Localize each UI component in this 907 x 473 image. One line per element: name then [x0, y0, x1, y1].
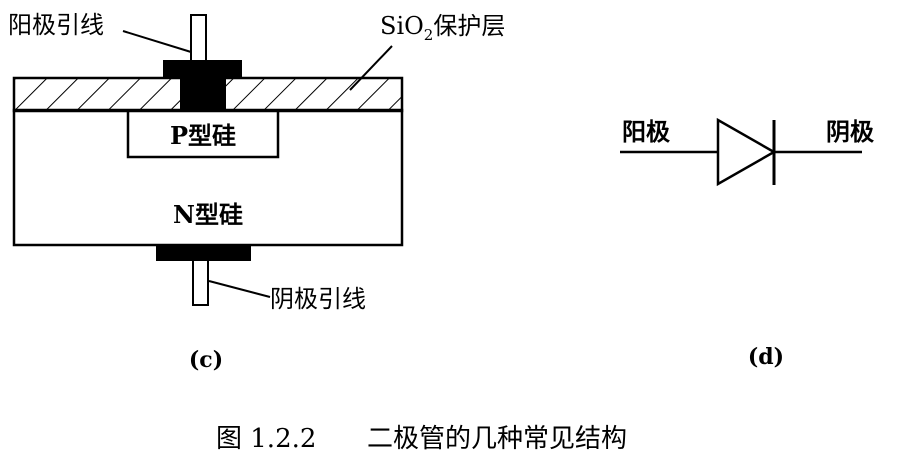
p-region-label: P型硅	[170, 121, 236, 150]
oxide-leader	[349, 45, 393, 91]
diode-symbol-diagram: 阳极 阴极 (d)	[620, 117, 874, 370]
cathode-lead-label: 阴极引线	[270, 285, 366, 313]
caption-number: 图 1.2.2	[216, 424, 316, 454]
anode-lead	[190, 14, 207, 62]
diode-triangle	[716, 117, 777, 187]
anode-lead-label: 阳极引线	[8, 11, 104, 39]
oxide-layer-label: SiO2保护层	[380, 12, 505, 44]
cathode-lead	[192, 259, 209, 306]
cathode-contact	[156, 244, 251, 261]
cathode-lead-leader	[208, 280, 271, 298]
anode-contact-plug	[180, 78, 226, 112]
cathode-label: 阴极	[826, 117, 874, 146]
symbol-sublabel: (d)	[748, 344, 784, 370]
anode-lead-leader	[122, 30, 192, 53]
structure-sublabel: (c)	[189, 347, 223, 373]
n-region-label: N型硅	[173, 200, 243, 229]
figure-caption: 图 1.2.2 二极管的几种常见结构	[216, 424, 627, 454]
anode-contact	[163, 60, 242, 79]
caption-text: 二极管的几种常见结构	[367, 424, 627, 454]
anode-label: 阳极	[622, 117, 670, 146]
diode-structure-diagram: 阳极引线 SiO2保护层 P型硅 N型硅 阴极引线 (c)	[8, 11, 505, 373]
